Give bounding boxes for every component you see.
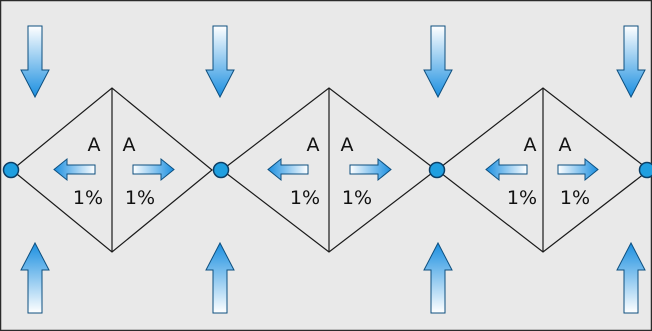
left-label: A [307,134,320,156]
left-arrow-icon [485,157,528,182]
diamond-outline [11,87,213,253]
right-percent: 1% [560,187,590,209]
joint-node-icon [428,161,446,179]
down-arrow-icon [423,25,453,99]
down-arrow-icon [20,25,50,99]
diamond-panel-1: A A 1% 1% [11,87,213,253]
right-label: A [123,134,136,156]
right-arrow-icon [557,157,599,182]
right-arrow-icon [132,157,175,182]
joint-node-icon [212,161,230,179]
left-percent: 1% [507,187,537,209]
right-percent: 1% [125,187,155,209]
up-arrow-icon [423,241,453,314]
up-arrow-icon [205,241,235,314]
left-percent: 1% [73,187,103,209]
right-arrow-icon [349,157,392,182]
diamond-panel-3: A A 1% 1% [436,87,650,253]
down-arrow-icon [205,25,235,99]
joint-node-icon [638,161,652,179]
left-label: A [88,134,101,156]
right-percent: 1% [342,187,372,209]
right-label: A [341,134,354,156]
left-arrow-icon [267,157,309,182]
joint-node-icon [2,161,20,179]
right-label: A [559,134,572,156]
up-arrow-icon [616,241,646,314]
up-arrow-icon [20,241,50,314]
left-percent: 1% [290,187,320,209]
left-label: A [524,134,537,156]
left-arrow-icon [53,157,96,182]
down-arrow-icon [616,25,646,99]
